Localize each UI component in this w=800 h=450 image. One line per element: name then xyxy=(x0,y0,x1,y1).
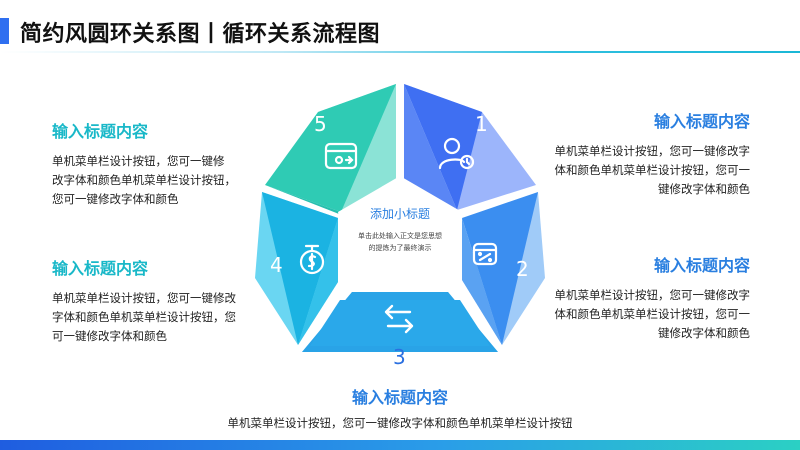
block-body: 单机菜单栏设计按钮，您可一键修 改字体和颜色单机菜单栏设计按钮， 您可一键修改字… xyxy=(52,152,252,209)
body-line: 单机菜单栏设计按钮，您可一键修改字体和颜色单机菜单栏设计按钮 xyxy=(227,416,573,430)
body-line: 单机菜单栏设计按钮，您可一键修改字 xyxy=(554,144,751,158)
segment-3[interactable] xyxy=(302,292,498,352)
user-clock-icon xyxy=(438,137,475,170)
body-line: 单机菜单栏设计按钮，您可一键修 xyxy=(52,154,225,168)
body-line: 键修改字体和颜色 xyxy=(658,326,750,340)
center-text-line: 的提炼为了最终演示 xyxy=(369,243,432,252)
center-heading: 添加小标题 xyxy=(370,207,430,221)
text-block-mid-left: 输入标题内容 单机菜单栏设计按钮，您可一键修改 字体和颜色单机菜单栏设计按钮，您… xyxy=(52,255,262,346)
block-heading: 输入标题内容 xyxy=(52,259,149,278)
calendar-percent-icon xyxy=(472,242,498,266)
segment-number: 3 xyxy=(393,345,406,369)
page-title: 简约风圆环关系图丨循环关系流程图 xyxy=(20,22,381,47)
text-block-top-left: 输入标题内容 单机菜单栏设计按钮，您可一键修 改字体和颜色单机菜单栏设计按钮， … xyxy=(52,118,252,209)
body-line: 体和颜色单机菜单栏设计按钮，您可一 xyxy=(554,307,751,321)
block-heading: 输入标题内容 xyxy=(52,122,149,141)
block-body: 单机菜单栏设计按钮，您可一键修改字 体和颜色单机菜单栏设计按钮，您可一 键修改字… xyxy=(540,286,751,343)
segment-2[interactable] xyxy=(462,192,545,345)
segment-number: 5 xyxy=(314,112,327,136)
text-block-top-right: 输入标题内容 单机菜单栏设计按钮，您可一键修改字 体和颜色单机菜单栏设计按钮，您… xyxy=(540,108,751,199)
footer-gradient-bar xyxy=(0,440,800,450)
block-body: 单机菜单栏设计按钮，您可一键修改字体和颜色单机菜单栏设计按钮 xyxy=(150,414,650,433)
body-line: 可一键修改字体和颜色 xyxy=(52,329,167,343)
text-block-mid-right: 输入标题内容 单机菜单栏设计按钮，您可一键修改字 体和颜色单机菜单栏设计按钮，您… xyxy=(540,252,751,343)
center-pentagon xyxy=(338,176,462,292)
block-body: 单机菜单栏设计按钮，您可一键修改 字体和颜色单机菜单栏设计按钮，您 可一键修改字… xyxy=(52,289,262,346)
title-accent-bar xyxy=(0,18,9,44)
body-line: 字体和颜色单机菜单栏设计按钮，您 xyxy=(52,310,236,324)
body-line: 键修改字体和颜色 xyxy=(658,182,750,196)
browser-settings-icon xyxy=(324,142,358,170)
title-divider xyxy=(0,51,800,53)
segment-number: 2 xyxy=(516,257,529,281)
body-line: 改字体和颜色单机菜单栏设计按钮， xyxy=(52,173,236,187)
body-line: 您可一键修改字体和颜色 xyxy=(52,192,179,206)
segment-4[interactable] xyxy=(255,192,338,345)
transfer-arrows-icon xyxy=(384,304,414,334)
segment-1[interactable] xyxy=(404,84,536,210)
title-bar: 简约风圆环关系图丨循环关系流程图 xyxy=(0,14,800,48)
segment-number: 4 xyxy=(270,253,283,277)
text-block-bottom: 输入标题内容 单机菜单栏设计按钮，您可一键修改字体和颜色单机菜单栏设计按钮 xyxy=(150,384,650,433)
center-text-line: 单击此处输入正文是您思想 xyxy=(358,231,442,240)
body-line: 单机菜单栏设计按钮，您可一键修改 xyxy=(52,291,236,305)
money-clock-icon xyxy=(299,244,325,275)
block-heading: 输入标题内容 xyxy=(351,388,448,407)
block-heading: 输入标题内容 xyxy=(653,112,750,131)
body-line: 单机菜单栏设计按钮，您可一键修改字 xyxy=(554,288,751,302)
block-heading: 输入标题内容 xyxy=(653,256,750,275)
block-body: 单机菜单栏设计按钮，您可一键修改字 体和颜色单机菜单栏设计按钮，您可一 键修改字… xyxy=(540,142,751,199)
body-line: 体和颜色单机菜单栏设计按钮，您可一 xyxy=(554,163,751,177)
segment-number: 1 xyxy=(475,112,488,136)
